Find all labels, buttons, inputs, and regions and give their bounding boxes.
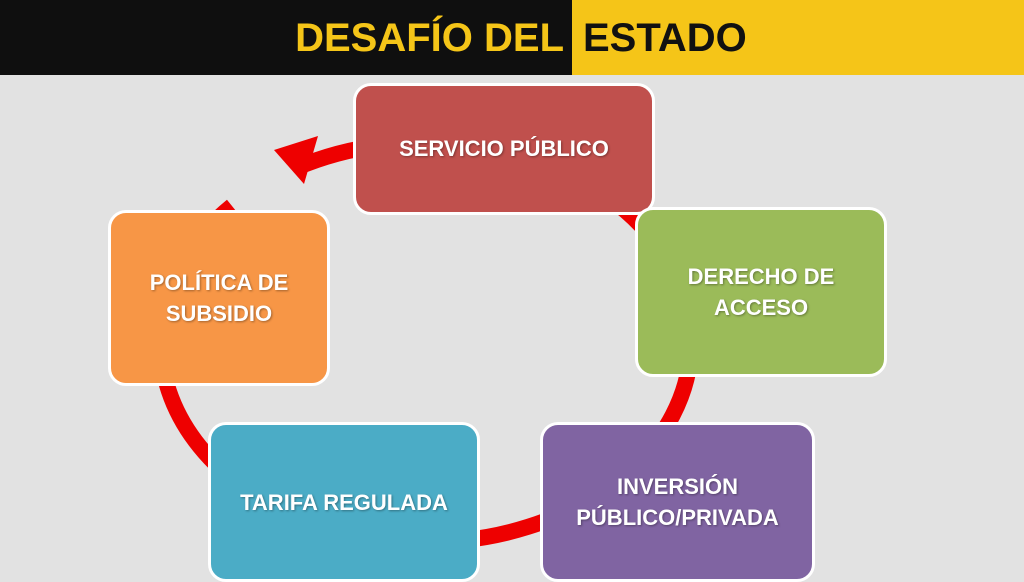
- cycle-step-label: DERECHO DE ACCESO: [687, 264, 835, 320]
- title-bar-yellow: [572, 0, 1024, 75]
- cycle-step-label: POLÍTICA DE SUBSIDIO: [149, 270, 289, 326]
- cycle-step-label: SERVICIO PÚBLICO: [399, 136, 609, 161]
- cycle-step-label: INVERSIÓN PÚBLICO/PRIVADA: [576, 474, 779, 530]
- page-title-part1: DESAFÍO DEL: [295, 16, 564, 60]
- page-title-part2: ESTADO: [583, 16, 747, 60]
- cycle-arrowhead-icon: [274, 136, 318, 184]
- title-bar-dark: [0, 0, 572, 75]
- cycle-step-politica-de-subsidio: POLÍTICA DE SUBSIDIO: [108, 210, 330, 386]
- cycle-step-label: TARIFA REGULADA: [240, 489, 448, 515]
- cycle-step-tarifa-regulada: TARIFA REGULADA: [208, 422, 480, 582]
- cycle-step-derecho-de-acceso: DERECHO DE ACCESO: [635, 207, 887, 377]
- cycle-step-servicio-publico: SERVICIO PÚBLICO: [353, 83, 655, 215]
- cycle-step-inversion: INVERSIÓN PÚBLICO/PRIVADA: [540, 422, 815, 582]
